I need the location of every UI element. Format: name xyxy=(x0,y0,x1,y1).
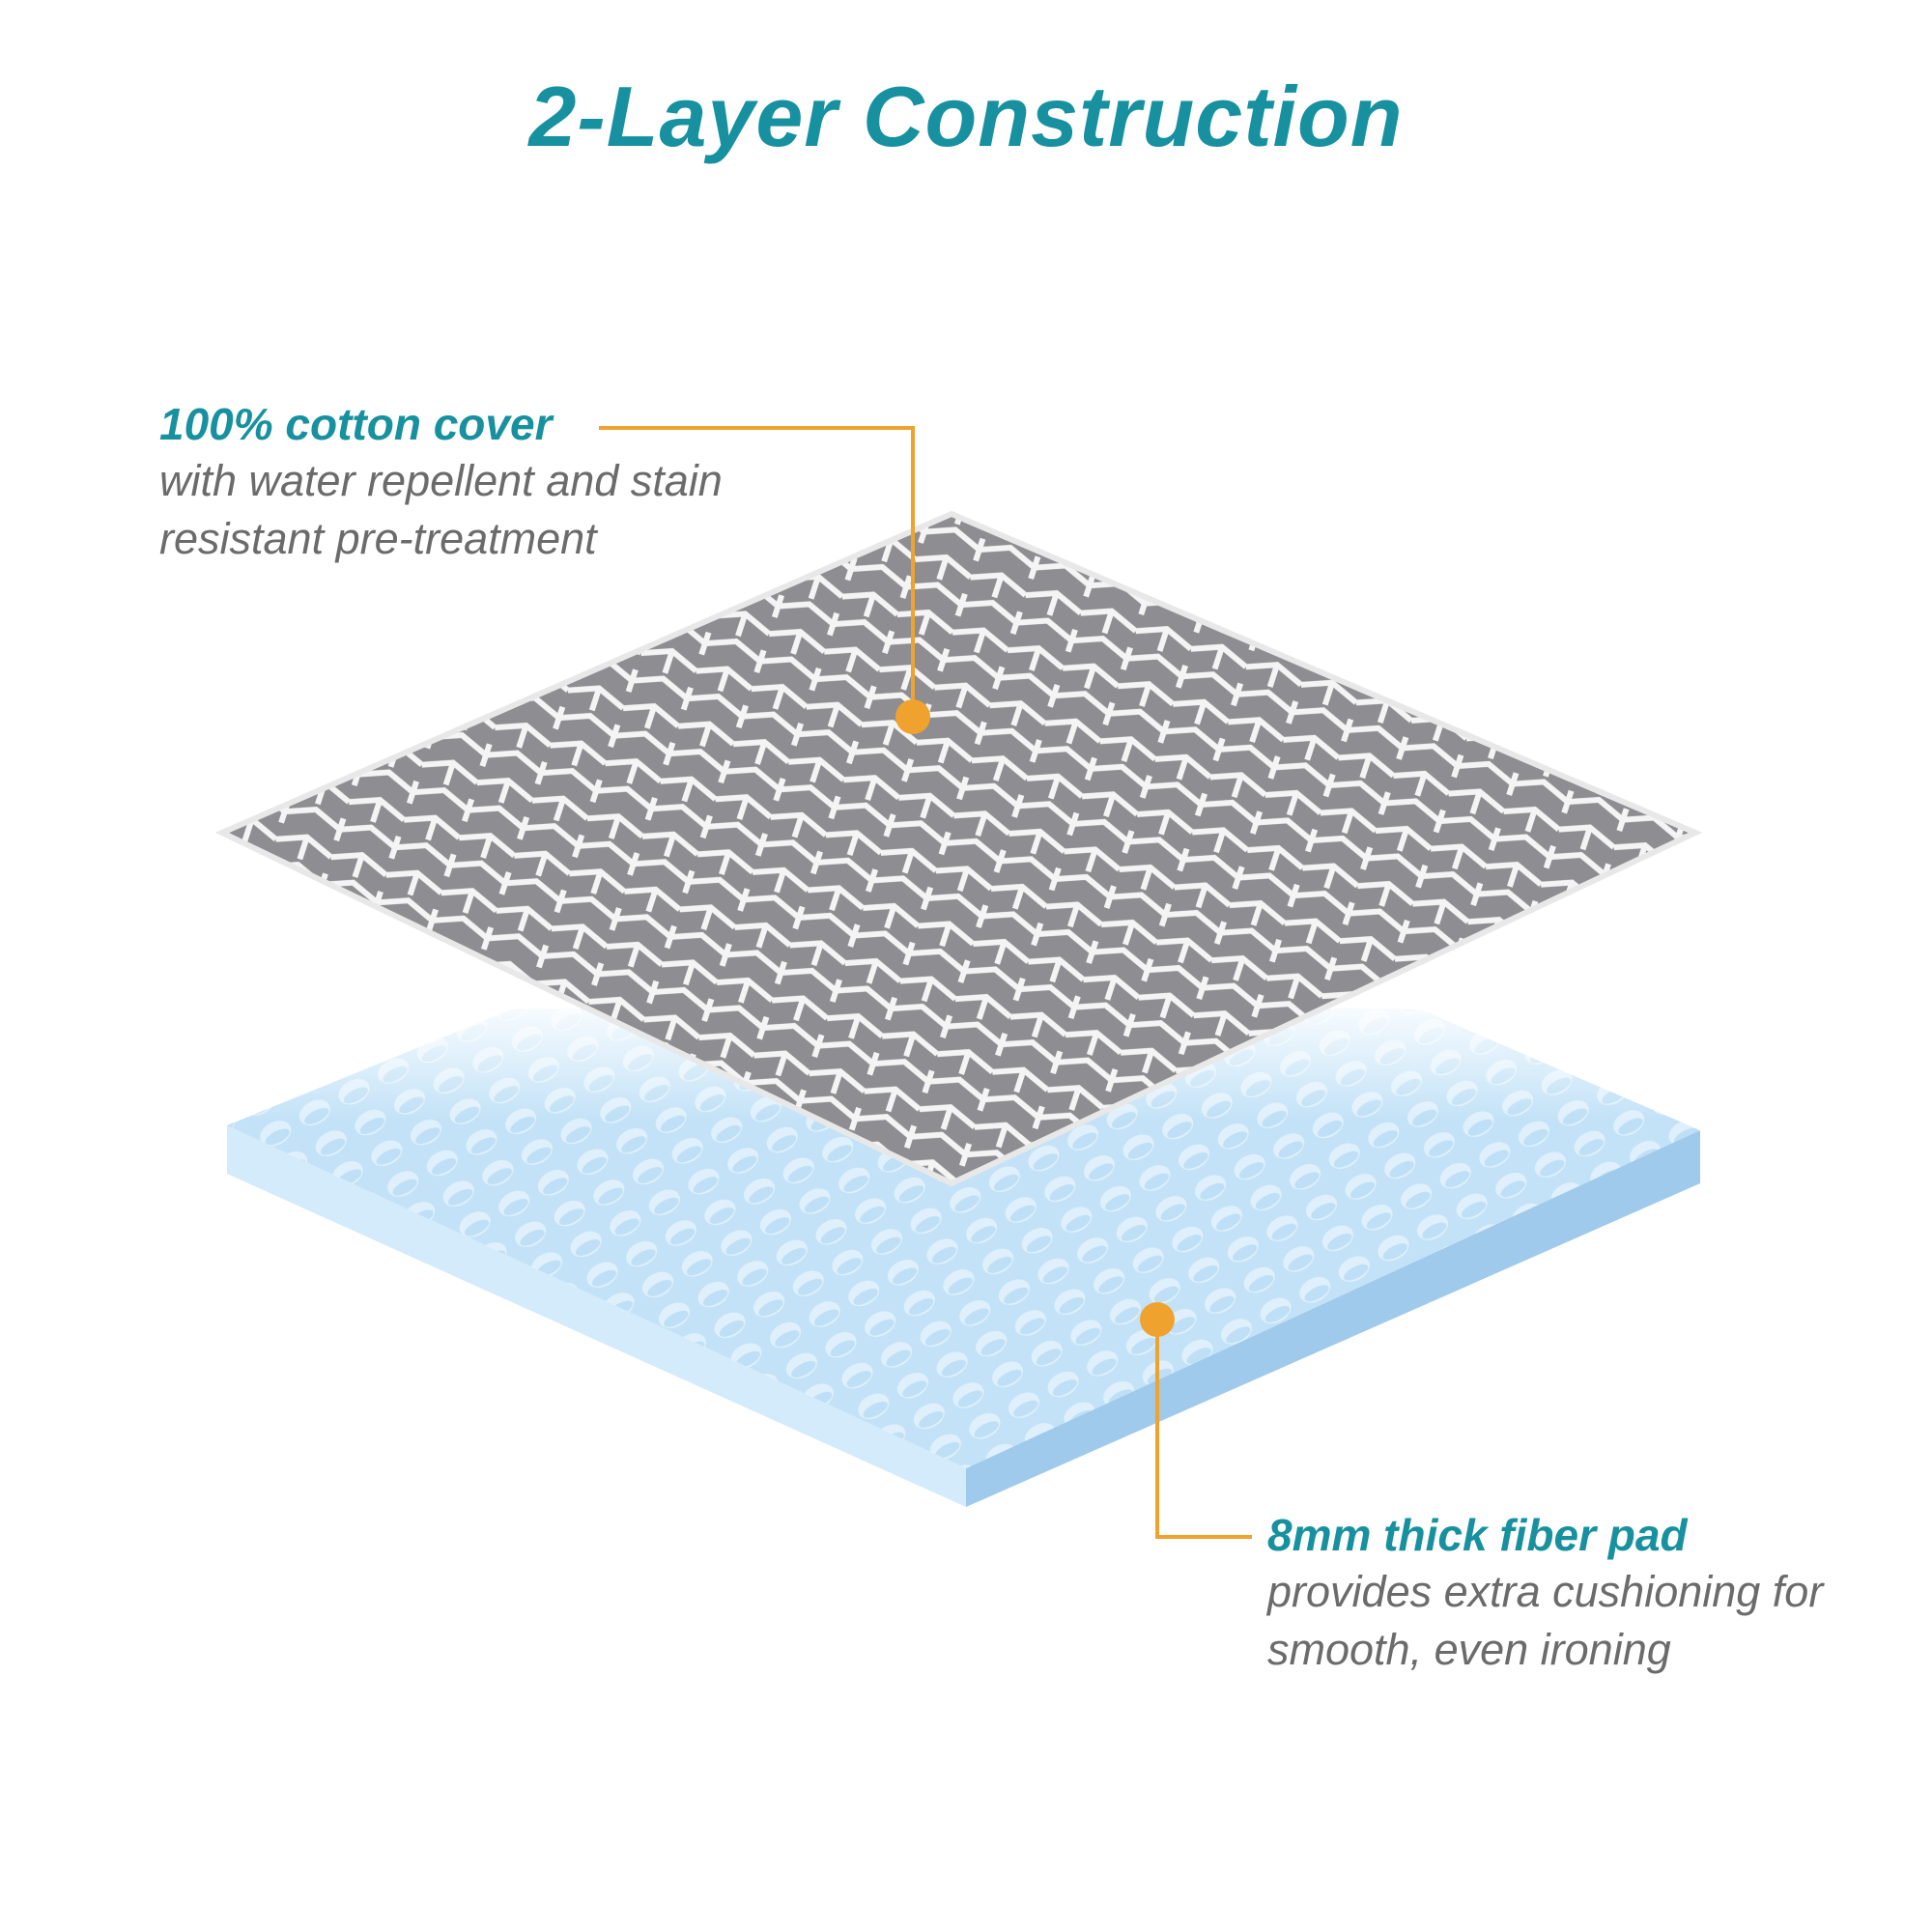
fiber-pad-right-side xyxy=(966,1130,1700,1507)
cotton-cover xyxy=(214,510,1703,1187)
fiber-pad-description: provides extra cushioning for smooth, ev… xyxy=(1267,1567,1824,1674)
pad-marker-dot xyxy=(1140,1302,1175,1337)
fiber-pad-left-side xyxy=(227,1125,966,1507)
cotton-cover-edge xyxy=(214,510,1703,1187)
fiber-pad-top-fade xyxy=(227,1005,1700,1468)
fiber-pad-heading: 8mm thick fiber pad xyxy=(1267,1510,1688,1560)
fiber-pad xyxy=(227,1005,1700,1507)
cover-leader xyxy=(599,426,930,734)
cotton-cover-callout: 100% cotton cover with water repellent a… xyxy=(159,396,855,568)
cover-marker-dot xyxy=(895,699,930,734)
cotton-cover-sheet xyxy=(222,514,1695,1183)
fiber-pad-callout: 8mm thick fiber pad provides extra cushi… xyxy=(1267,1507,1932,1679)
cotton-cover-heading: 100% cotton cover xyxy=(159,399,553,449)
pad-leader xyxy=(1140,1302,1252,1539)
cotton-cover-description: with water repellent and stain resistant… xyxy=(159,456,723,563)
page-title: 2-Layer Construction xyxy=(528,69,1404,164)
